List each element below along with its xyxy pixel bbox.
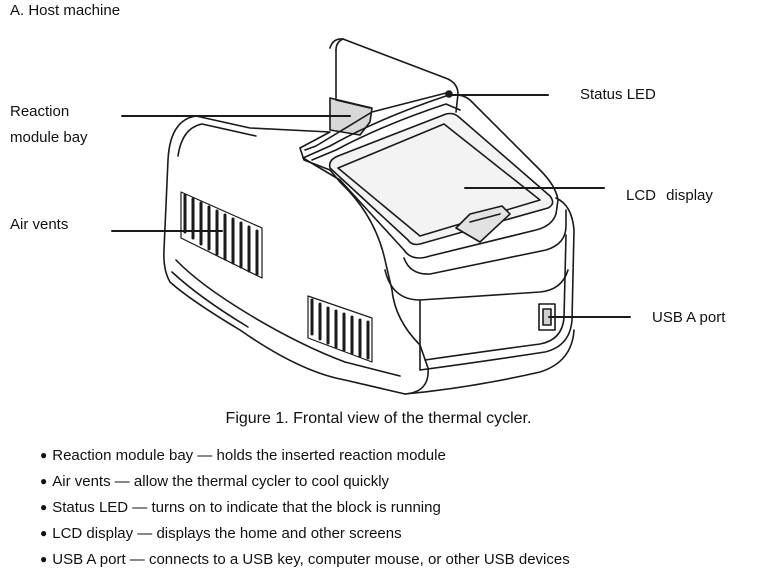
air-vents-lower [310, 298, 370, 360]
feature-item: ● USB A port — connects to a USB key, com… [40, 547, 570, 573]
air-vents-lower-frame [307, 295, 373, 363]
back-lid-panel [329, 38, 459, 113]
top-panel [302, 93, 567, 275]
feature-text: Reaction module bay — holds the inserted… [52, 447, 446, 464]
figure-heading: A. Host machine [10, 2, 121, 19]
status-led [445, 90, 453, 98]
air-vents-upper [183, 193, 259, 276]
label-status-led: Status LED [580, 86, 656, 103]
feature-item: ● LCD display — displays the home and oth… [40, 521, 570, 547]
bullet-icon: ● [40, 500, 48, 514]
feature-item: ● Status LED — turns on to indicate that … [40, 495, 570, 521]
feature-text: Air vents — allow the thermal cycler to … [52, 473, 390, 490]
main-body [163, 115, 575, 395]
feature-text: LCD display — displays the home and othe… [52, 525, 402, 542]
usb-a-port [538, 303, 556, 331]
bullet-icon: ● [40, 474, 48, 488]
figure-caption: Figure 1. Frontal view of the thermal cy… [225, 410, 532, 427]
lcd-display [328, 112, 554, 246]
label-air-vents: Air vents [10, 216, 69, 233]
leader-lines [111, 94, 631, 318]
label-lcd-display: LCD display [626, 187, 713, 204]
feature-item: ● Reaction module bay — holds the inserte… [40, 443, 570, 469]
bullet-icon: ● [40, 552, 48, 566]
label-usb-a-port: USB A port [652, 309, 726, 326]
air-vents-upper-frame [180, 191, 263, 279]
label-reaction-module-bay: Reaction module bay [10, 103, 88, 146]
feature-item: ● Air vents — allow the thermal cycler to… [40, 469, 570, 495]
bullet-icon: ● [40, 448, 48, 462]
feature-text: Status LED — turns on to indicate that t… [52, 499, 441, 516]
feature-text: USB A port — connects to a USB key, comp… [52, 551, 570, 568]
bullet-icon: ● [40, 526, 48, 540]
feature-list: ● Reaction module bay — holds the inserte… [40, 443, 570, 573]
